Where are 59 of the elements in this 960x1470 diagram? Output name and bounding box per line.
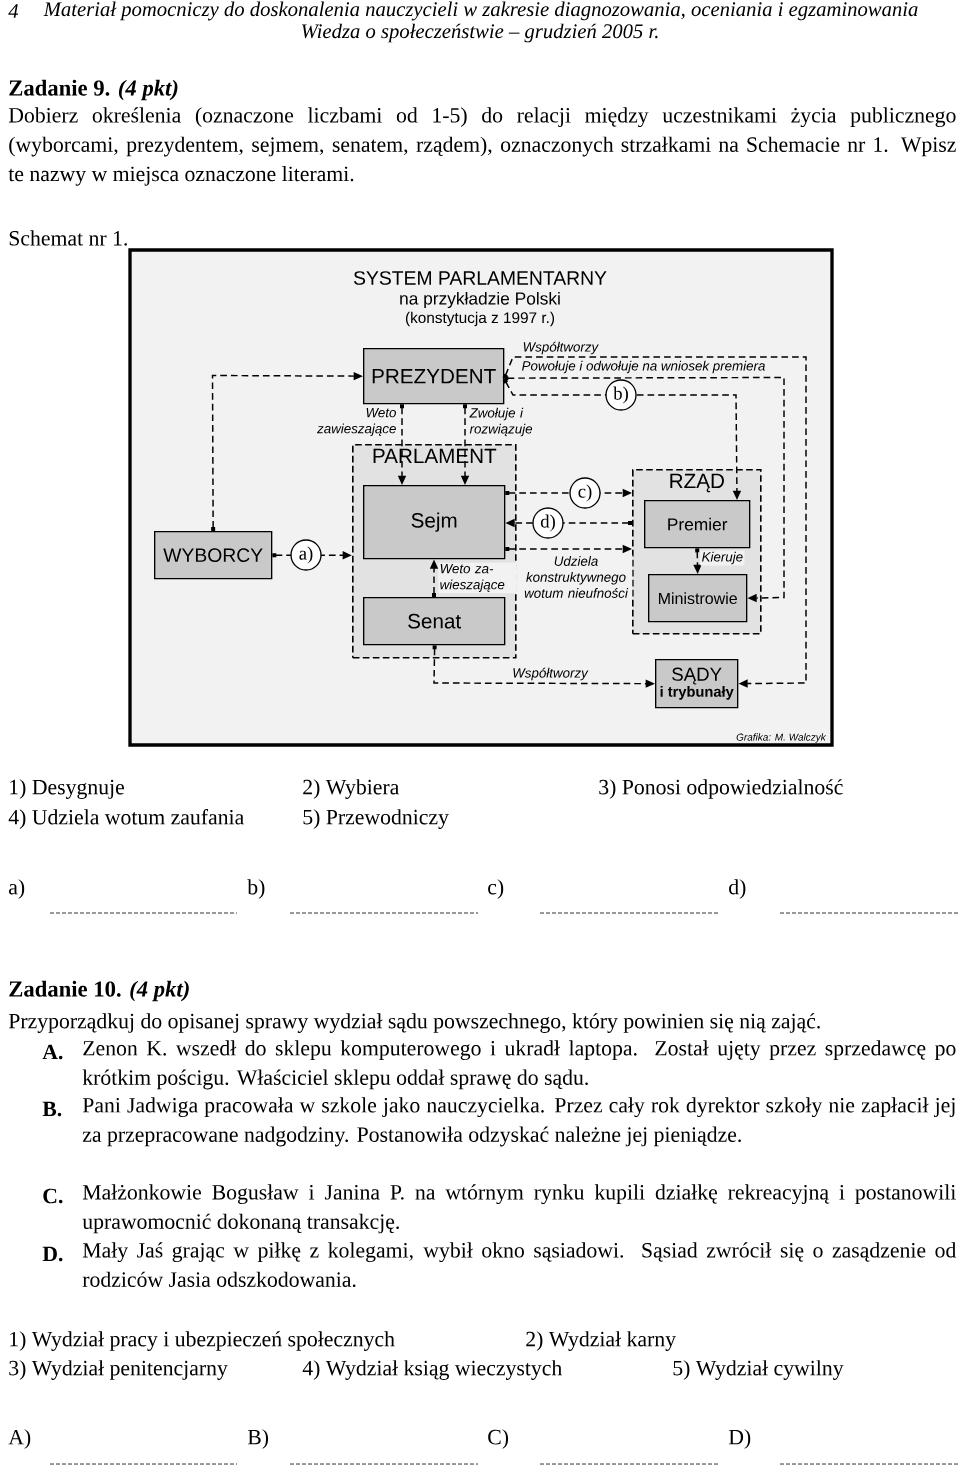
scheme-caption: Schemat nr 1. bbox=[9, 230, 127, 246]
option-text: 4) Wydział ksiąg wieczystych bbox=[302, 1360, 562, 1380]
page-number: 4 bbox=[8, 4, 19, 18]
option-text: 2) Wydział karny bbox=[526, 1331, 676, 1351]
diagram-title: SYSTEM PARLAMENTARNY bbox=[353, 271, 607, 285]
institution-box: Sejm bbox=[363, 485, 506, 560]
edge-label: Współtworzy bbox=[521, 340, 600, 356]
case-description: Zenon K. wszedł do sklepu komputerowego i ukradł laptopa. Został ujęty przez sprzedawcę po krótkim pościgu. Właściciel sklepu oddał sprawę do sądu. bbox=[82, 1040, 956, 1090]
circled-label: c) bbox=[569, 477, 601, 509]
option-text: 5) Przewodniczy bbox=[303, 809, 449, 829]
answer-letter: a) bbox=[9, 879, 25, 899]
task-heading: Zadanie 9. (4 pkt) bbox=[9, 79, 178, 101]
institution-box: WYBORCY bbox=[154, 531, 273, 580]
task-heading: Zadanie 10. (4 pkt) bbox=[9, 980, 189, 1002]
option-text: 3) Wydział penitencjarny bbox=[9, 1360, 228, 1380]
item-letter: A. bbox=[42, 1044, 63, 1060]
institution-box: Premier bbox=[644, 500, 751, 549]
option-text: 1) Wydział pracy i ubezpieczeń społecznych bbox=[10, 1331, 395, 1351]
option-text: 5) Wydział cywilny bbox=[673, 1360, 844, 1380]
circled-label: d) bbox=[532, 507, 564, 539]
answer-letter: D) bbox=[728, 1429, 751, 1449]
edge-label: Kieruje bbox=[700, 550, 745, 566]
edge-label: Zwołuje i rozwiązuje bbox=[468, 406, 545, 438]
item-letter: D. bbox=[42, 1246, 63, 1262]
institution-box: Ministrowie bbox=[648, 574, 748, 623]
circled-label: a) bbox=[290, 539, 322, 571]
page-header: Wiedza o społeczeństwie – grudzień 2005 r. bbox=[301, 23, 658, 43]
edge-label: Powołuje i odwołuje na wniosek premiera bbox=[520, 359, 767, 375]
answer-letter: b) bbox=[247, 879, 265, 899]
option-text: 3) Ponosi odpowiedzialność bbox=[599, 779, 843, 799]
institution-box: Senat bbox=[363, 597, 506, 646]
circled-label: b) bbox=[605, 379, 637, 411]
item-letter: C. bbox=[43, 1188, 63, 1204]
option-text: 4) Udziela wotum zaufania bbox=[8, 809, 244, 829]
case-description: Pani Jadwiga pracowała w szkole jako nauczycielka. Przez cały rok dyrektor szkoły nie zapłacił jej za przepracowane nadgodziny. Postanowiła odzyskać należne jej pieniądze. bbox=[82, 1097, 955, 1147]
arrow bbox=[502, 356, 807, 688]
author-credit: Grafika: M. Walczyk bbox=[736, 733, 827, 743]
diagram-subtitle: (konstytucja z 1997 r.) bbox=[405, 311, 555, 327]
item-letter: B. bbox=[42, 1101, 62, 1117]
edge-label: Weto za- wieszające bbox=[438, 562, 517, 594]
institution-box: SĄDY i trybunały bbox=[655, 659, 739, 709]
answer-letter: d) bbox=[729, 879, 746, 899]
edge-label: Udziela konstruktywnego wotum nieufności bbox=[519, 554, 633, 600]
answer-letter: c) bbox=[488, 879, 504, 899]
answer-letter: B) bbox=[247, 1429, 269, 1449]
diagram-subtitle: na przykładzie Polski bbox=[400, 291, 560, 309]
task-instruction: Przyporządkuj do opisanej sprawy wydział sądu powszechnego, który powinien się nią zająć. bbox=[8, 1013, 820, 1033]
option-text: 2) Wybiera bbox=[303, 779, 400, 799]
case-description: Mały Jaś grając w piłkę z kolegami, wybił okno sąsiadowi. Sąsiad zwrócił się o zasądzenie od rodziców Jasia odszkodowania. bbox=[82, 1242, 957, 1288]
case-description: Małżonkowie Bogusław i Janina P. na wtórnym rynku kupili działkę rekreacyjną i postanowili uprawomocnić dokonaną transakcję. bbox=[82, 1184, 956, 1234]
answer-letter: A) bbox=[8, 1429, 31, 1449]
arrow bbox=[504, 376, 785, 603]
edge-label: Współtworzy bbox=[510, 666, 590, 682]
option-text: 1) Desygnuje bbox=[10, 779, 124, 799]
answer-letter: C) bbox=[488, 1429, 509, 1449]
edge-label: Weto zawieszające bbox=[311, 406, 398, 438]
page-header: Materiał pomocniczy do doskonalenia nauczycieli w zakresie diagnozowania, oceniania i egzaminowania bbox=[43, 1, 918, 21]
task-instruction: Dobierz określenia (oznaczone liczbami od 1-5) do relacji między uczestnikami życia publicznego (wyborcami, prezydentem, sejmem, senatem, rządem), oznaczonych strzałkami na Schemacie nr 1. Wpisz te nazwy w miejsca oznaczone literami. bbox=[8, 107, 956, 186]
institution-box: PREZYDENT bbox=[363, 348, 505, 405]
